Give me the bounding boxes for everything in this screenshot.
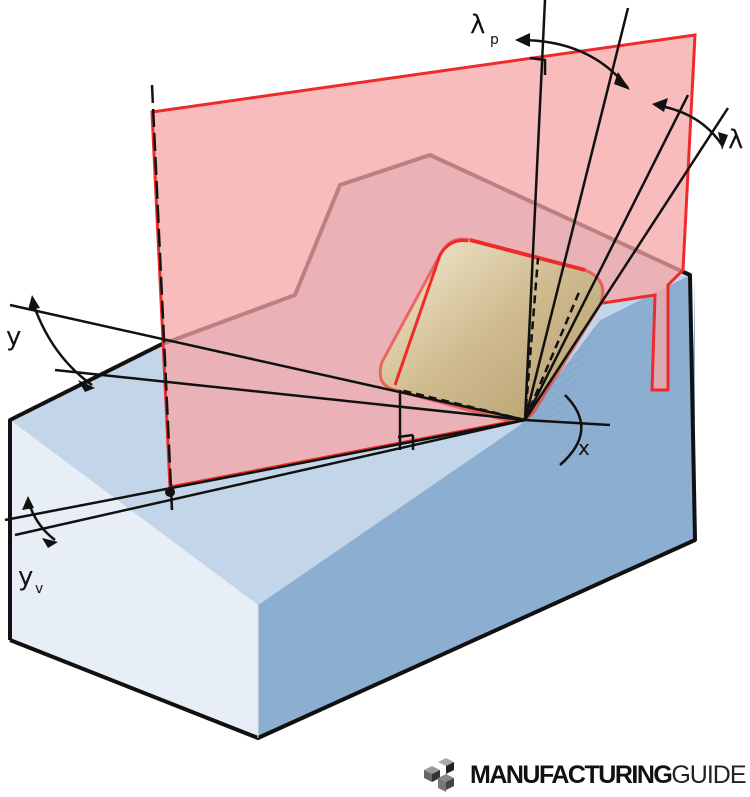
- label-lambda-p: λ: [470, 10, 485, 40]
- label-gamma-v-sub: v: [35, 581, 43, 597]
- logo-cubes-icon: [424, 758, 454, 792]
- pivot-point: [165, 487, 175, 497]
- label-lambda: λ: [728, 125, 743, 155]
- arrowheads: [22, 33, 728, 548]
- logo-text-bold: MANUFACTURING: [470, 760, 673, 789]
- manufacturing-guide-logo: MANUFACTURINGGUIDE: [414, 756, 747, 794]
- label-gamma: y: [6, 322, 21, 352]
- block-right-face-2: [258, 275, 695, 738]
- logo-text-light: GUIDE: [671, 760, 746, 789]
- label-kappa: x: [578, 436, 590, 460]
- reference-lines: [4, 0, 730, 541]
- label-lambda-p-sub: p: [490, 32, 499, 48]
- block-front-face: [10, 420, 258, 738]
- label-gamma-v: y: [18, 562, 33, 592]
